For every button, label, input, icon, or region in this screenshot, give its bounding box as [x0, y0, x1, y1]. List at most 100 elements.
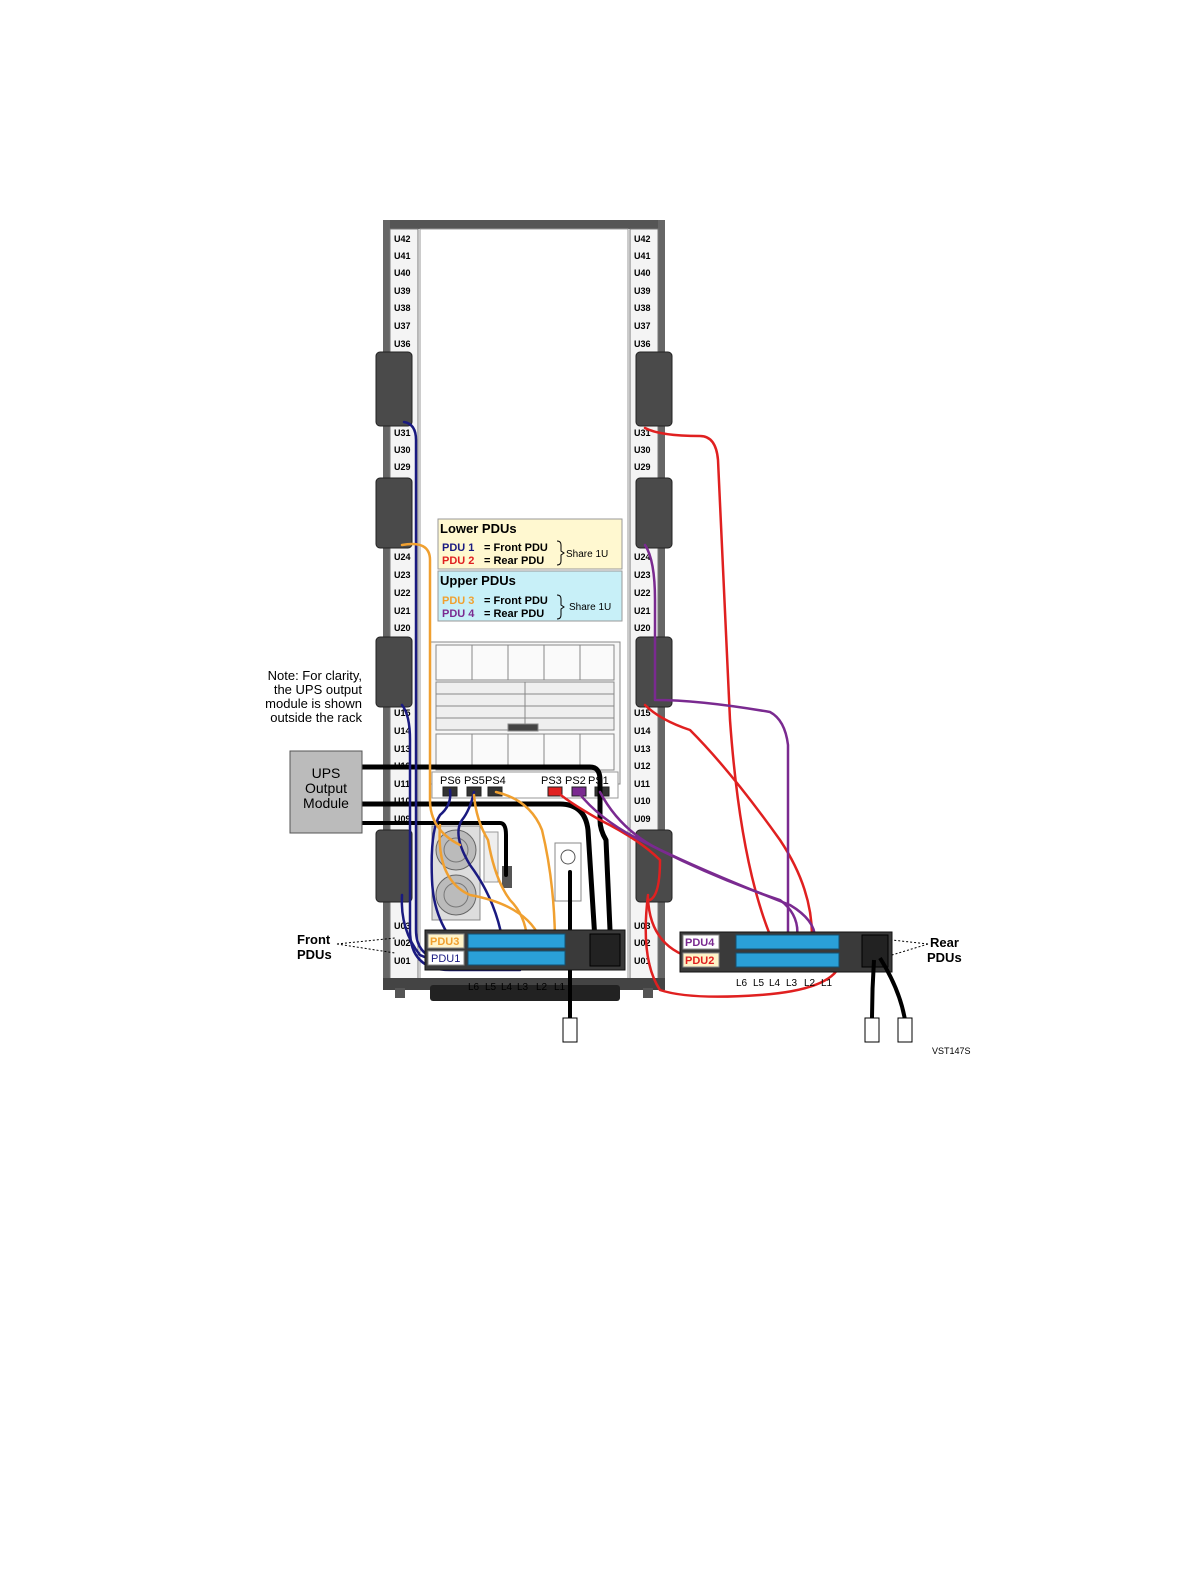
unit-label-right: U15: [634, 708, 651, 718]
note-line2: the UPS output: [274, 682, 363, 697]
unit-label-right: U02: [634, 938, 651, 948]
legend-upper-title: Upper PDUs: [440, 573, 516, 588]
rear-load-l5: L5: [753, 978, 765, 989]
rear-pdu4-label: PDU4: [685, 937, 715, 949]
unit-label-right: U30: [634, 445, 651, 455]
rear-pdu4-tag: [682, 934, 720, 950]
unit-label-right: U29: [634, 462, 651, 472]
legend: Lower PDUs PDU 1 = Front PDU PDU 2 = Rea…: [437, 518, 623, 622]
extension-bar-right-2: [635, 477, 673, 549]
legend-pdu3-desc: = Front PDU: [484, 595, 548, 607]
unit-label-left: U29: [394, 462, 411, 472]
legend-pdu4-desc: = Rear PDU: [484, 608, 544, 620]
unit-label-right: U39: [634, 286, 651, 296]
pdu3-cable-upper: [400, 542, 462, 847]
rear-load-l4: L4: [769, 978, 781, 989]
unit-label-right: U20: [634, 623, 651, 633]
unit-label-left: U11: [394, 779, 410, 789]
unit-label-left: U38: [394, 303, 411, 313]
unit-label-right: U13: [634, 744, 651, 754]
unit-label-left: U31: [394, 428, 411, 438]
front-pdu3-tag: [427, 933, 465, 949]
legend-lower-box: [437, 518, 623, 570]
pdu4-cable-upper: [643, 543, 790, 937]
unit-labels-left: U42 U41 U40 U39 U38 U37 U36 U31 U30 U29 …: [394, 234, 411, 966]
extension-bar-left-1: [375, 351, 413, 427]
plug-icon: [897, 1017, 913, 1043]
plug-icons: [562, 1017, 913, 1043]
ups-module-line1: UPS: [312, 765, 341, 781]
front-load-l5: L5: [485, 982, 497, 993]
extension-bar-left-4: [375, 829, 413, 903]
rear-pdu-outlets: [735, 934, 840, 968]
front-pdu1-tag: [427, 950, 465, 966]
unit-label-left: U40: [394, 268, 411, 278]
legend-pdu4-name: PDU 4: [442, 608, 475, 620]
legend-upper-brace: [556, 594, 565, 620]
unit-label-right: U10: [634, 796, 651, 806]
unit-label-right: U36: [634, 339, 651, 349]
rear-pdus: PDU4 PDU2: [679, 931, 893, 973]
unit-label-left: U13: [394, 744, 411, 754]
legend-lower-title: Lower PDUs: [440, 521, 517, 536]
pdu2-cable-rear: [644, 893, 842, 998]
front-load-l1: L1: [554, 982, 566, 993]
unit-label-left: U22: [394, 588, 411, 598]
pdu2-cable-middle: [643, 703, 814, 962]
unit-label-left: U20: [394, 623, 411, 633]
front-load-l2: L2: [536, 982, 548, 993]
server-enclosure: [429, 641, 621, 799]
front-load-labels: L6 L5 L4 L3 L2 L1: [468, 982, 566, 993]
ups-module-line2: Output: [305, 780, 347, 796]
ups-cable-1: [359, 764, 613, 933]
front-pdu3-label: PDU3: [430, 936, 459, 948]
legend-lower-brace: [556, 540, 565, 566]
pdu1-cable-ps6: [430, 788, 472, 960]
front-pdus-callout: Front PDUs: [297, 932, 396, 962]
legend-pdu1-name: PDU 1: [442, 542, 474, 554]
rear-input-cords: [870, 956, 907, 1021]
unit-label-left: U14: [394, 726, 411, 736]
rear-load-l2: L2: [804, 978, 816, 989]
note: Note: For clarity, the UPS output module…: [265, 668, 362, 725]
ps5-label: PS5: [464, 775, 485, 787]
unit-label-right: U40: [634, 268, 651, 278]
unit-label-right: U21: [634, 606, 651, 616]
unit-label-right: U24: [634, 552, 651, 562]
unit-label-right: U38: [634, 303, 651, 313]
unit-label-left: U09: [394, 814, 411, 824]
unit-label-right: U12: [634, 761, 651, 771]
rear-load-l3: L3: [786, 978, 798, 989]
ups-cable-2: [359, 801, 598, 943]
unit-labels-right: U42 U41 U40 U39 U38 U37 U36 U31 U30 U29 …: [634, 234, 651, 966]
extension-bar-right-1: [635, 351, 673, 427]
power-supply-labels: PS6 PS5 PS4 PS3 PS2 PS1: [440, 775, 609, 787]
unit-label-left: U03: [394, 921, 411, 931]
ups-cable-3: [360, 821, 508, 877]
unit-label-left: U24: [394, 552, 411, 562]
unit-label-left: U15: [394, 708, 411, 718]
pdu4-cable-ps1: [598, 790, 799, 940]
ps6-label: PS6: [440, 775, 461, 787]
unit-label-left: U37: [394, 321, 411, 331]
unit-label-right: U14: [634, 726, 651, 736]
rear-load-l6: L6: [736, 978, 748, 989]
unit-label-left: U30: [394, 445, 411, 455]
note-line1: Note: For clarity,: [268, 668, 362, 683]
pdu3-cable-lower: [438, 823, 542, 940]
unit-label-right: U23: [634, 570, 651, 580]
legend-pdu2-desc: = Rear PDU: [484, 555, 544, 567]
ps2-label: PS2: [565, 775, 586, 787]
unit-label-right: U01: [634, 956, 651, 966]
extension-bar-left-2: [375, 477, 413, 549]
rear-pdus-callout: Rear PDUs: [891, 935, 962, 965]
front-pdus-label-line1: Front: [297, 932, 331, 947]
legend-pdu2-name: PDU 2: [442, 555, 474, 567]
pdu1-cable-ps5: [457, 790, 507, 960]
unit-label-left: U10: [394, 796, 411, 806]
extension-bar-left-3: [375, 636, 413, 708]
legend-lower-share: Share 1U: [566, 549, 608, 560]
legend-upper-box: [437, 570, 623, 622]
unit-label-right: U42: [634, 234, 651, 244]
ps4-label: PS4: [485, 775, 506, 787]
